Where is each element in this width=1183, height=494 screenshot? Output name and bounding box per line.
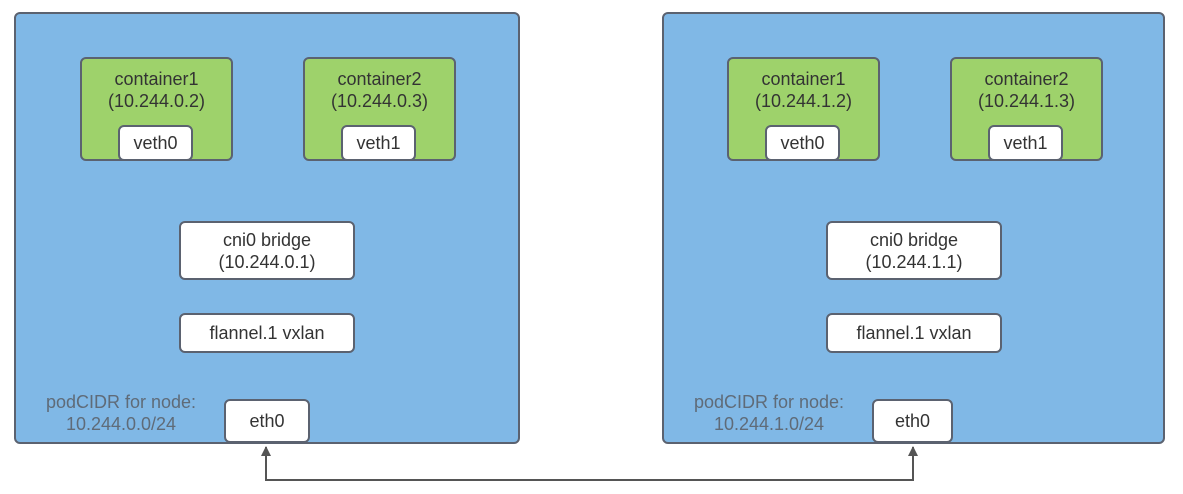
node-2-veth1[interactable]: veth1 <box>988 125 1063 161</box>
node-1-eth0[interactable]: eth0 <box>224 399 310 443</box>
flannel-label: flannel.1 vxlan <box>209 323 325 343</box>
node-1-cni0-bridge[interactable]: cni0 bridge (10.244.0.1) <box>179 221 355 280</box>
container-name: container2 <box>984 69 1069 89</box>
veth-label: veth0 <box>133 133 178 153</box>
cidr-label: podCIDR for node: <box>693 392 845 412</box>
container-name: container1 <box>114 69 199 89</box>
bridge-name: cni0 bridge <box>869 229 959 250</box>
node-1-container1[interactable]: container1 (10.244.0.2) <box>80 57 233 161</box>
node-1-pod-cidr: podCIDR for node: 10.244.0.0/24 <box>26 391 216 435</box>
veth-label: veth1 <box>1003 133 1048 153</box>
inter-node-link <box>261 446 918 481</box>
node-1-flannel-vxlan[interactable]: flannel.1 vxlan <box>179 313 355 353</box>
container-ip: (10.244.0.3) <box>330 91 429 111</box>
container-ip: (10.244.0.2) <box>107 91 206 111</box>
node-2-eth0[interactable]: eth0 <box>872 399 953 443</box>
veth-label: veth0 <box>780 133 825 153</box>
bridge-name: cni0 bridge <box>222 229 312 250</box>
eth-label: eth0 <box>894 411 931 431</box>
node-2-flannel-vxlan[interactable]: flannel.1 vxlan <box>826 313 1002 353</box>
cidr-label: podCIDR for node: <box>45 392 197 412</box>
node-2-veth0[interactable]: veth0 <box>765 125 840 161</box>
node-2-pod-cidr: podCIDR for node: 10.244.1.0/24 <box>674 391 864 435</box>
veth-label: veth1 <box>356 133 401 153</box>
container-ip: (10.244.1.2) <box>754 91 853 111</box>
bridge-ip: (10.244.0.1) <box>218 251 316 272</box>
node-2-cni0-bridge[interactable]: cni0 bridge (10.244.1.1) <box>826 221 1002 280</box>
container-ip: (10.244.1.3) <box>977 91 1076 111</box>
node-1-veth0[interactable]: veth0 <box>118 125 193 161</box>
cidr-value: 10.244.0.0/24 <box>65 414 177 434</box>
cidr-value: 10.244.1.0/24 <box>713 414 825 434</box>
container-name: container2 <box>337 69 422 89</box>
bridge-ip: (10.244.1.1) <box>865 251 963 272</box>
container-name: container1 <box>761 69 846 89</box>
eth-label: eth0 <box>249 411 285 431</box>
node-1-veth1[interactable]: veth1 <box>341 125 416 161</box>
flannel-label: flannel.1 vxlan <box>856 323 972 343</box>
